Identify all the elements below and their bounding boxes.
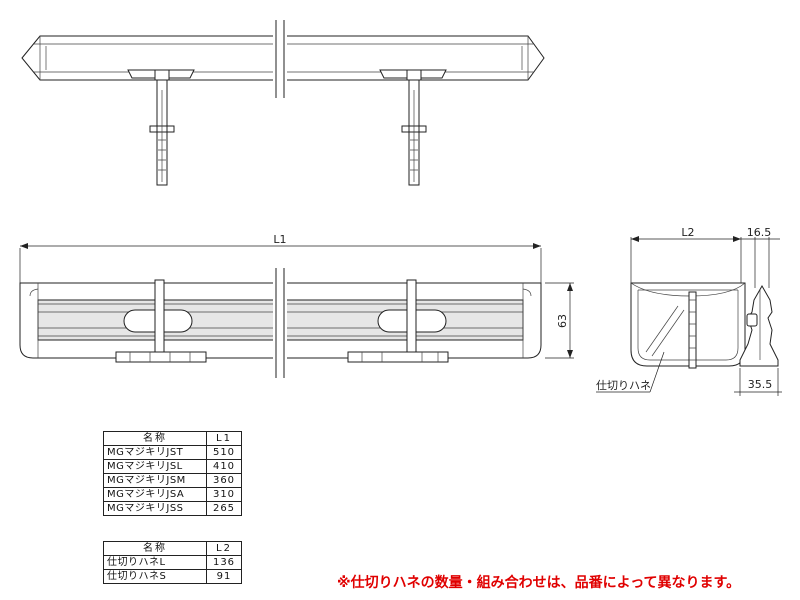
height-label: 63 [556, 314, 569, 328]
partition-callout: 仕切りハネ [596, 351, 665, 393]
table-row: 仕切りハネS 91 [103, 569, 242, 584]
front-view: L1 63 [19, 233, 574, 378]
table-row: MGマジキリJSS 265 [103, 501, 242, 516]
support-rod-right [379, 69, 447, 186]
table-header-row: 名称 L1 [103, 431, 242, 446]
model-l1: 310 [206, 487, 242, 502]
support-rod-left [127, 69, 195, 186]
model-l1: 360 [206, 473, 242, 488]
model-l1: 410 [206, 459, 242, 474]
model-l1: 510 [206, 445, 242, 460]
table-header-name: 名称 [103, 431, 207, 446]
table-row: MGマジキリJST 510 [103, 445, 242, 460]
side-view: L2 16.5 35.5 [596, 226, 782, 396]
dimension-l2: L2 [630, 226, 742, 285]
break-mark-top [273, 20, 287, 98]
top-width-label: 16.5 [747, 226, 772, 239]
dimension-top-width: 16.5 [741, 226, 780, 288]
partition-name: 仕切りハネL [103, 555, 207, 570]
table-row: 仕切りハネL 136 [103, 555, 242, 570]
table-header-l2: L2 [206, 541, 242, 556]
partition-table: 名称 L2 仕切りハネL 136 仕切りハネS 91 [103, 541, 242, 584]
clip-profile [739, 284, 779, 367]
model-table: 名称 L1 MGマジキリJST 510 MGマジキリJSL 410 MGマジキリ… [103, 431, 242, 516]
table-row: MGマジキリJSM 360 [103, 473, 242, 488]
table-header-l1: L1 [206, 431, 242, 446]
partition-callout-label: 仕切りハネ [596, 379, 651, 392]
model-name: MGマジキリJSA [103, 487, 207, 502]
partition-l2: 136 [206, 555, 242, 570]
model-name: MGマジキリJST [103, 445, 207, 460]
dimension-l1: L1 [19, 233, 542, 284]
table-header-row: 名称 L2 [103, 541, 242, 556]
model-name: MGマジキリJSL [103, 459, 207, 474]
break-mark-front [273, 268, 287, 378]
dimension-bottom-width: 35.5 [734, 368, 782, 396]
bottom-width-label: 35.5 [748, 378, 773, 391]
dimension-height: 63 [545, 282, 574, 359]
quantity-note: ※仕切りハネの数量・組み合わせは、品番によって異なります。 [337, 575, 741, 591]
table-row: MGマジキリJSL 410 [103, 459, 242, 474]
model-name: MGマジキリJSM [103, 473, 207, 488]
l2-label: L2 [681, 226, 694, 239]
partition-name: 仕切りハネS [103, 569, 207, 584]
table-row: MGマジキリJSA 310 [103, 487, 242, 502]
model-name: MGマジキリJSS [103, 501, 207, 516]
l1-label: L1 [273, 233, 286, 246]
table-header-name: 名称 [103, 541, 207, 556]
top-view [21, 20, 545, 186]
partition-l2: 91 [206, 569, 242, 584]
model-l1: 265 [206, 501, 242, 516]
